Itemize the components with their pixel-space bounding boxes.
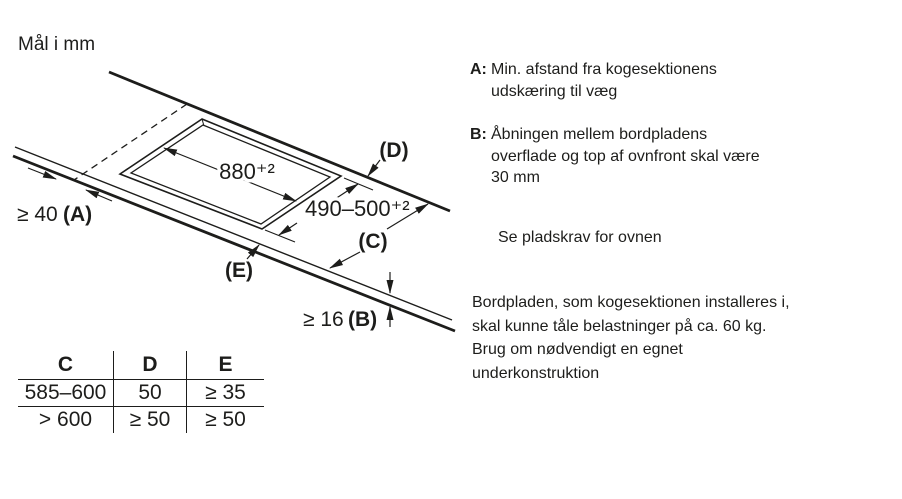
dim-a-arrow-right [85,189,113,202]
note-a-label: A: [470,61,487,78]
installation-diagram: 880⁺² 490–500⁺² ≥ 40 (A) (D) (C) (E) ≥ 1… [12,70,456,333]
dim-490-arrow-lower [278,222,298,236]
label-e: (E) [225,259,253,282]
label-e-leader [246,244,260,260]
column-header-d: D [113,351,187,380]
table-header-row: C D E [18,351,264,380]
units-label: Mål i mm [18,34,96,55]
column-header-e: E [186,351,264,380]
dim-490-arrow-upper [331,183,359,202]
dim-a-value: ≥ 40 [17,203,58,226]
cell-c2: > 600 [38,408,93,431]
cutout-corner-tick [201,118,205,127]
dimension-spec-table: C D E 585–600 50 ≥ 35 > 600 ≥ 50 ≥ 50 [18,351,264,433]
cell-c1: 585–600 [18,379,114,407]
dim-b-value: ≥ 16 [303,308,344,331]
dim-a-arrow-left [27,167,57,180]
label-c: (C) [358,230,387,253]
cell-e1: ≥ 35 [186,379,264,407]
dim-880-label: 880⁺² [219,159,275,184]
table-row: 585–600 50 ≥ 35 [18,379,264,407]
note-load-capacity: Bordpladen, som kogesektionen installere… [472,294,790,382]
cell-d1: 50 [113,379,187,407]
table-row: > 600 ≥ 50 ≥ 50 [18,406,264,433]
dim-490-extension-line-1 [343,177,374,191]
cutout-edge-extension-dashed-line [73,103,188,181]
worktop-back-edge-line [108,70,451,213]
label-d: (D) [379,139,408,162]
dim-b-letter: (B) [348,308,377,331]
note-see-oven-space: Se pladskrav for ovnen [498,229,662,246]
dim-490-label: 490–500⁺² [305,196,410,221]
worktop-front-edge-bottom-line [12,154,456,333]
note-b-label: B: [470,126,487,143]
note-a-text: Min. afstand fra kogesektionens udskærin… [491,61,717,100]
dim-880-line [163,147,297,202]
note-b-text: Åbningen mellem bordpladens overflade og… [491,126,760,186]
label-c-leader-front [329,251,361,269]
dim-a-letter: (A) [63,203,92,226]
cell-e2: ≥ 50 [205,408,246,431]
worktop-front-edge-top-line [14,146,453,321]
label-c-leader-back [386,203,429,230]
column-header-c: C [18,351,114,380]
label-d-leader [367,159,381,177]
dim-490-extension-line-2 [264,229,296,243]
cell-d2: ≥ 50 [113,406,187,433]
